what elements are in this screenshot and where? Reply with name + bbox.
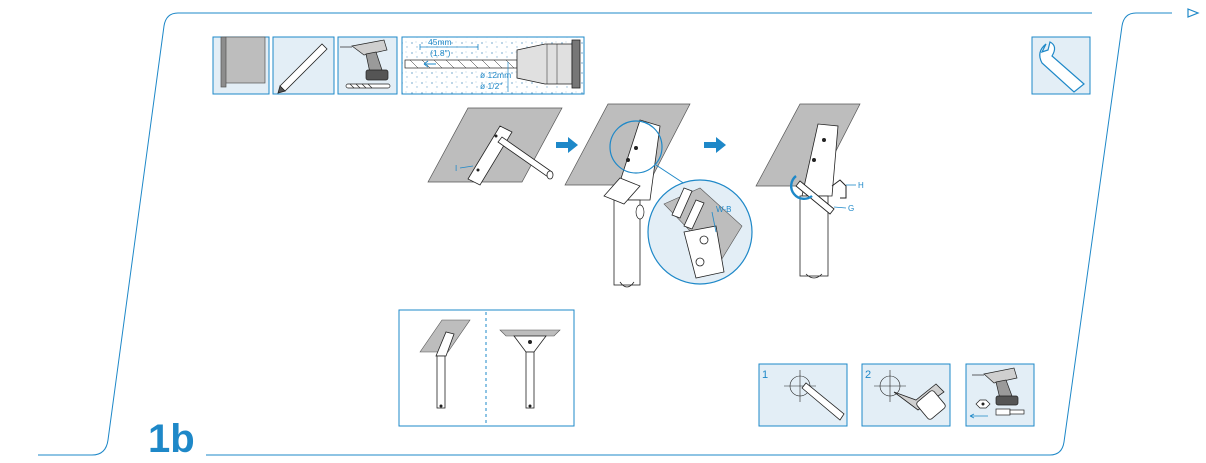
bolt-rod xyxy=(497,136,554,180)
drill-bit-icon xyxy=(345,83,391,89)
substep-2-panel: 2 xyxy=(861,363,951,427)
wrench-icon xyxy=(1039,41,1085,93)
wall-tool-panel xyxy=(212,36,270,95)
orientation-options-panel xyxy=(398,309,575,427)
drill-depth-panel: 45mm (1.8") ø 12mm ø 1/2" xyxy=(401,36,585,95)
drill-small-icon xyxy=(972,367,1019,406)
anchor-plug-icon xyxy=(969,408,1025,419)
wrench-label: G xyxy=(848,204,854,213)
rotate-arrow-icon xyxy=(790,175,813,200)
pencil-marking-icon xyxy=(801,382,845,421)
wall-icon xyxy=(220,36,266,88)
bolt-label: W-B xyxy=(716,205,731,214)
next-page-arrow-icon[interactable] xyxy=(1187,8,1200,18)
drill-depth-mm: 45mm xyxy=(428,37,452,47)
arrow-step-1-icon xyxy=(556,137,578,153)
plate-label: I xyxy=(455,164,457,173)
wall-mount-option xyxy=(419,319,471,409)
drill-diameter-in: ø 1/2" xyxy=(480,81,502,91)
detail-zoom-small-circle xyxy=(609,120,663,174)
drill-diameter-mm: ø 12mm xyxy=(480,70,511,80)
drill-tool-panel xyxy=(337,36,398,95)
drill-icon xyxy=(340,39,389,81)
pencil-tool-panel xyxy=(272,36,335,95)
tighten-illustration: H G xyxy=(755,103,864,279)
detail-zoom-circle: W-B xyxy=(647,179,753,285)
nut-icon xyxy=(975,399,991,409)
pencil-icon xyxy=(277,43,328,94)
wall-plate-illustration: I xyxy=(427,107,563,186)
nut-label: H xyxy=(858,181,864,190)
substep-1-number: 1 xyxy=(762,369,768,381)
page-frame xyxy=(38,12,1172,456)
arrow-step-2-icon xyxy=(704,137,726,153)
substep-1-panel: 1 xyxy=(758,363,848,427)
wrench-tool xyxy=(795,180,835,215)
wrench-tool-panel xyxy=(1031,36,1091,95)
mount-illustration xyxy=(564,103,691,288)
step-label: 1b xyxy=(148,417,195,461)
drill-depth-in: (1.8") xyxy=(430,48,451,58)
substep-3-panel xyxy=(965,363,1035,427)
substep-2-number: 2 xyxy=(865,369,871,381)
ceiling-mount-option xyxy=(499,329,561,409)
